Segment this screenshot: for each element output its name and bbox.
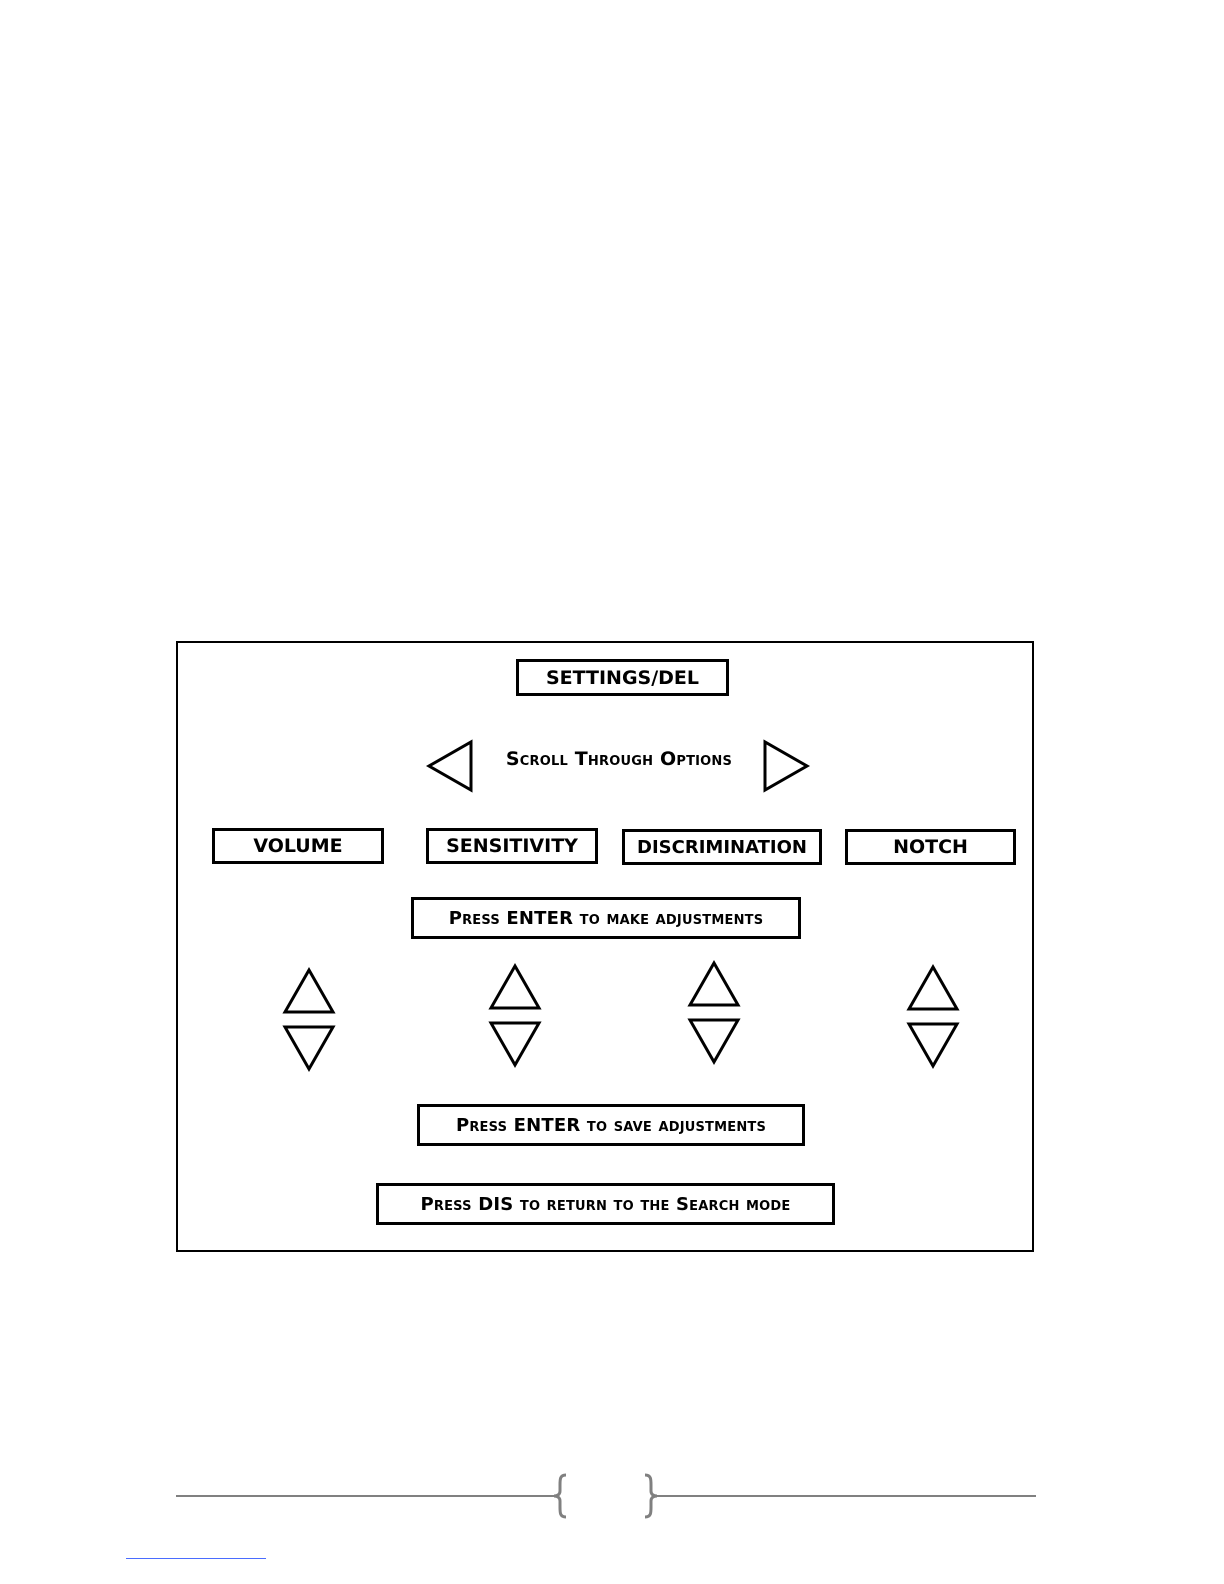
press-dis-return-suffix: to return to the Search mode [513, 1194, 790, 1215]
up-triangle-icon [688, 961, 740, 1007]
press-enter-adjust-prefix: Press ENTER [449, 908, 574, 929]
down-triangle-icon [489, 1021, 541, 1067]
press-enter-adjust-box: Press ENTER to make adjustments [411, 897, 801, 939]
up-triangle-icon [283, 968, 335, 1014]
down-triangle-icon [283, 1025, 335, 1071]
footnote-separator-line [126, 1558, 266, 1559]
footer-rule-right [654, 1495, 1036, 1497]
press-enter-save-suffix: to save adjustments [580, 1115, 766, 1136]
down-triangle-icon [688, 1018, 740, 1064]
menu-diagram-frame [176, 641, 1034, 1252]
settings-del-box: SETTINGS/DEL [516, 659, 729, 696]
up-triangle-icon [489, 964, 541, 1010]
press-dis-return-prefix: Press DIS [421, 1194, 514, 1215]
option-notch-label: NOTCH [893, 836, 968, 858]
footer-rule-left [176, 1495, 558, 1497]
press-enter-save-prefix: Press ENTER [456, 1115, 581, 1136]
press-enter-save-box: Press ENTER to save adjustments [417, 1104, 805, 1146]
settings-del-label: SETTINGS/DEL [546, 667, 699, 689]
down-triangle-icon [907, 1022, 959, 1068]
left-brace-icon [552, 1473, 568, 1519]
option-volume-label: VOLUME [253, 835, 342, 857]
option-discrimination-box: DISCRIMINATION [622, 829, 822, 865]
right-triangle-icon [763, 740, 809, 792]
press-dis-return-box: Press DIS to return to the Search mode [376, 1183, 835, 1225]
press-enter-adjust-suffix: to make adjustments [573, 908, 763, 929]
option-sensitivity-box: SENSITIVITY [426, 828, 598, 864]
scroll-through-options-label: Scroll Through Options [478, 748, 760, 770]
option-notch-box: NOTCH [845, 829, 1016, 865]
option-discrimination-label: DISCRIMINATION [637, 837, 807, 858]
up-triangle-icon [907, 965, 959, 1011]
option-sensitivity-label: SENSITIVITY [446, 835, 578, 857]
left-triangle-icon [427, 740, 473, 792]
option-volume-box: VOLUME [212, 828, 384, 864]
